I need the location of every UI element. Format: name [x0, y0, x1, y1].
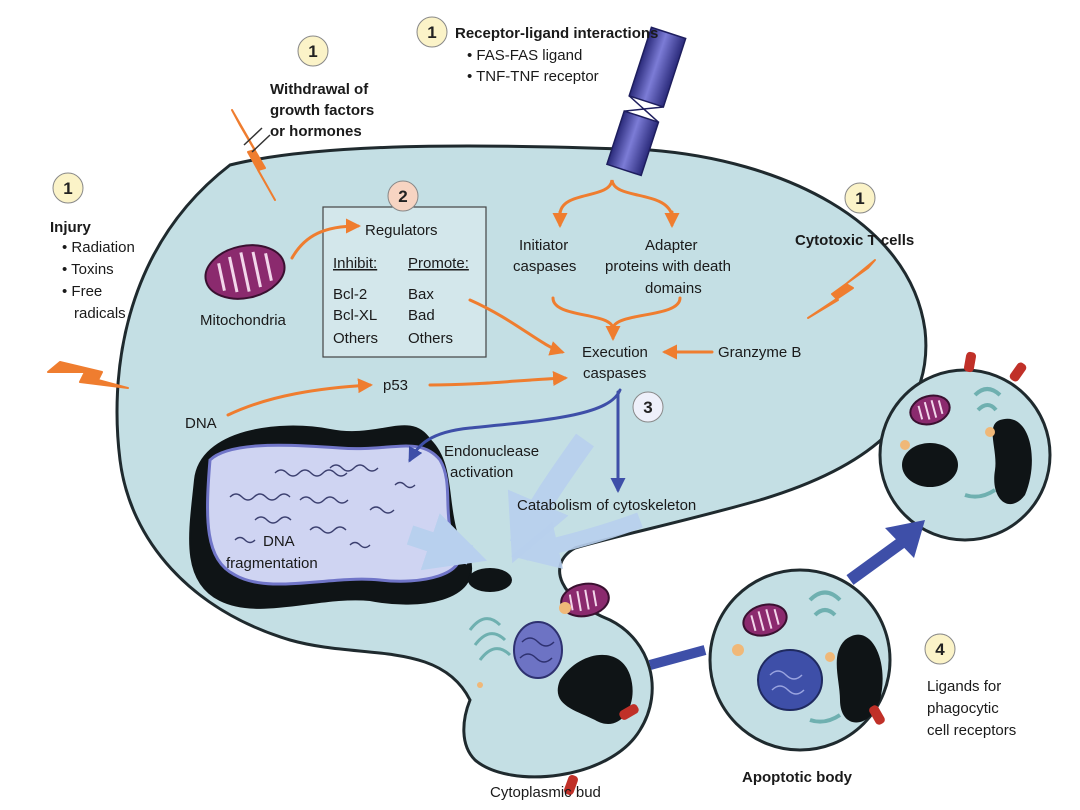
receptor-icon	[605, 26, 687, 177]
svg-text:1: 1	[63, 179, 72, 198]
lightning-icon	[807, 259, 876, 319]
growth-factor-cut	[243, 127, 271, 153]
ligands-label: Ligands for	[927, 678, 1001, 695]
step-number-badge: 2	[387, 180, 419, 212]
inhibit-item: Bcl-XL	[333, 307, 377, 324]
main-cell	[115, 144, 928, 779]
mitochondrion-icon	[204, 244, 286, 300]
initiator-label: caspases	[513, 258, 576, 275]
injury-item3: • Free	[62, 283, 102, 300]
execution-label: Execution	[582, 344, 648, 361]
bud-to-body-arrow	[648, 645, 707, 670]
apoptotic-body-organelles	[732, 590, 883, 724]
promote-header: Promote:	[408, 255, 469, 272]
svg-text:4: 4	[935, 640, 945, 659]
body-to-upper-arrowhead	[885, 520, 925, 558]
promote-item: Bax	[408, 286, 434, 303]
step-number-badge: 1	[844, 182, 876, 214]
fragmentation-to-bud-arrow	[406, 513, 488, 571]
apoptotic-body-label: Apoptotic body	[742, 769, 853, 786]
step-number-badge: 3	[632, 391, 664, 423]
initiator-label: Initiator	[519, 237, 568, 254]
p53-label: p53	[383, 377, 408, 394]
dna-label: DNA	[185, 415, 217, 432]
mitochondrion-icon	[909, 394, 951, 426]
injury-item1: • Radiation	[62, 239, 135, 256]
execution-label: caspases	[583, 365, 646, 382]
step-number-badge: 1	[297, 35, 329, 67]
receptor-item2: • TNF-TNF receptor	[467, 68, 599, 85]
withdrawal-line2: growth factors	[270, 102, 374, 119]
apoptotic-receptor	[869, 705, 885, 725]
receptor-item1: • FAS-FAS ligand	[467, 47, 582, 64]
cytoplasmic-bud-label: Cytoplasmic bud	[490, 784, 601, 801]
injury-title: Injury	[50, 219, 91, 236]
upper-body-organelles	[900, 387, 1032, 505]
bud-organelles	[468, 582, 633, 724]
ligands-label: cell receptors	[927, 722, 1016, 739]
inhibit-item: Others	[333, 330, 378, 347]
bud-receptor	[619, 704, 639, 720]
mitochondria-label: Mitochondria	[200, 312, 287, 329]
svg-text:1: 1	[855, 189, 864, 208]
receptor-title: Receptor-ligand interactions	[455, 25, 658, 42]
mitochondrion-icon	[560, 582, 610, 618]
regulators-to-execution-arrow	[468, 298, 565, 356]
dna-fragmentation-label: DNA	[263, 533, 295, 550]
lightning-icon	[47, 361, 129, 389]
dna-fragmentation-label: fragmentation	[226, 555, 318, 572]
adapter-label: proteins with death	[605, 258, 731, 275]
upper-receptor	[963, 351, 977, 373]
step-number-badge: 1	[52, 172, 84, 204]
promote-item: Others	[408, 330, 453, 347]
withdrawal-line3: or hormones	[270, 123, 362, 140]
body-to-upper-arrow	[846, 535, 909, 585]
svg-text:1: 1	[427, 23, 436, 42]
tcells-title: Cytotoxic T cells	[795, 232, 914, 249]
svg-text:1: 1	[308, 42, 317, 61]
dna-strand-icon	[229, 464, 416, 549]
step-number-badge: 1	[416, 16, 448, 48]
granzyme-label: Granzyme B	[718, 344, 801, 361]
step-number-badge: 4	[924, 633, 956, 665]
inhibit-item: Bcl-2	[333, 286, 367, 303]
chromatin-fragment	[468, 568, 512, 592]
regulators-title: Regulators	[365, 222, 438, 239]
promote-item: Bad	[408, 307, 435, 324]
adapter-label: Adapter	[645, 237, 698, 254]
mitochondrion-icon	[742, 603, 788, 637]
inhibit-header: Inhibit:	[333, 255, 377, 272]
ligands-label: phagocytic	[927, 700, 999, 717]
upper-receptor	[1009, 362, 1027, 382]
adapter-label: domains	[645, 280, 702, 297]
dna-to-p53-arrow	[226, 378, 373, 417]
execution-to-endonuclease-arrow	[408, 388, 622, 463]
injury-item4: radicals	[74, 305, 126, 322]
withdrawal-line1: Withdrawal of	[270, 81, 369, 98]
catabolism-to-bud-arrow	[510, 512, 643, 569]
mito-to-regulators-arrow	[290, 218, 361, 260]
svg-text:3: 3	[643, 398, 652, 417]
endonuclease-label: activation	[450, 464, 513, 481]
catabolism-label: Catabolism of cytoskeleton	[517, 497, 696, 514]
p53-to-execution-arrow	[428, 371, 568, 387]
svg-text:2: 2	[398, 187, 407, 206]
bud-receptor	[564, 775, 578, 795]
endonuclease-label: Endonuclease	[444, 443, 539, 460]
injury-item2: • Toxins	[62, 261, 114, 278]
receptor-brace	[558, 179, 674, 217]
